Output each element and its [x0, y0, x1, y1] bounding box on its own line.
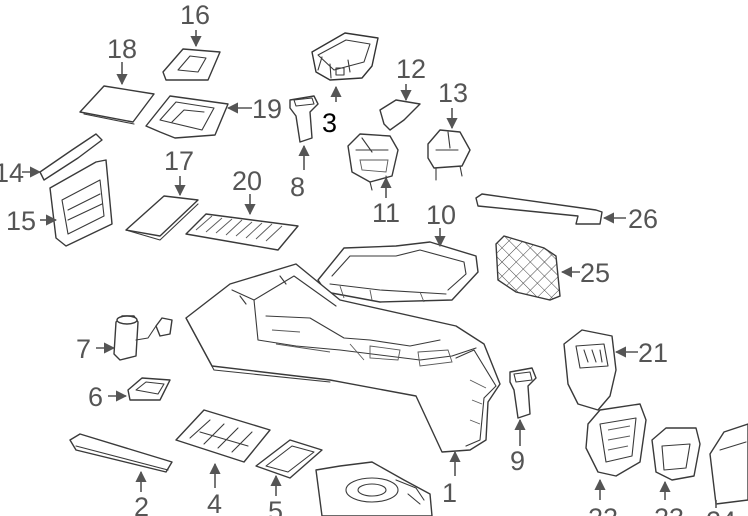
callout-4[interactable]: 4 — [207, 489, 222, 516]
part-1-center-console[interactable] — [185, 263, 501, 453]
part-14[interactable] — [39, 133, 103, 181]
callout-8[interactable]: 8 — [290, 172, 305, 202]
part-24[interactable] — [709, 423, 748, 505]
callout-3[interactable]: 3 — [322, 108, 337, 138]
part-19[interactable] — [145, 95, 229, 139]
callout-23[interactable]: 23 — [654, 503, 684, 516]
part-12[interactable] — [379, 99, 421, 131]
part-25[interactable] — [495, 235, 561, 301]
part-13[interactable] — [427, 129, 471, 181]
part-21[interactable] — [563, 329, 617, 411]
part-3-cup-holder-insert[interactable] — [311, 32, 379, 81]
callout-16[interactable]: 16 — [180, 0, 210, 30]
callout-19[interactable]: 19 — [252, 94, 282, 124]
part-15[interactable] — [49, 159, 113, 247]
part-5[interactable] — [255, 439, 323, 479]
callout-26[interactable]: 26 — [628, 204, 658, 234]
part-17[interactable] — [125, 195, 199, 241]
part-2[interactable] — [69, 433, 173, 473]
part-6[interactable] — [127, 377, 171, 401]
part-10[interactable] — [317, 241, 479, 303]
part-22[interactable] — [585, 403, 647, 477]
callout-13[interactable]: 13 — [438, 78, 468, 108]
part-11[interactable] — [347, 133, 399, 191]
part-20[interactable] — [185, 213, 299, 251]
part-24-bottom-assembly — [315, 461, 433, 516]
part-26[interactable] — [475, 193, 603, 225]
part-16[interactable] — [162, 48, 221, 81]
callout-25[interactable]: 25 — [580, 258, 610, 288]
callout-21[interactable]: 21 — [638, 338, 668, 368]
part-18[interactable] — [79, 85, 155, 125]
callout-12[interactable]: 12 — [396, 54, 426, 84]
callout-2[interactable]: 2 — [134, 492, 149, 516]
callout-17[interactable]: 17 — [164, 146, 194, 176]
callout-22[interactable]: 22 — [588, 503, 618, 516]
part-7[interactable] — [113, 315, 173, 361]
callout-14[interactable]: 14 — [0, 158, 24, 188]
callout-24[interactable]: 24 — [706, 506, 736, 516]
part-9[interactable] — [509, 367, 537, 419]
callout-18[interactable]: 18 — [107, 34, 137, 64]
part-3-body — [311, 32, 379, 81]
part-4[interactable] — [175, 409, 271, 463]
callout-11[interactable]: 11 — [372, 198, 400, 228]
callout-10[interactable]: 10 — [426, 200, 456, 230]
part-23[interactable] — [651, 427, 701, 481]
callout-5[interactable]: 5 — [268, 496, 283, 516]
callout-6[interactable]: 6 — [88, 382, 103, 412]
callout-9[interactable]: 9 — [510, 446, 525, 476]
part-8[interactable] — [289, 95, 319, 143]
callout-1[interactable]: 1 — [442, 478, 457, 508]
callout-7[interactable]: 7 — [76, 334, 91, 364]
callout-20[interactable]: 20 — [232, 166, 262, 196]
callout-15[interactable]: 15 — [6, 206, 36, 236]
